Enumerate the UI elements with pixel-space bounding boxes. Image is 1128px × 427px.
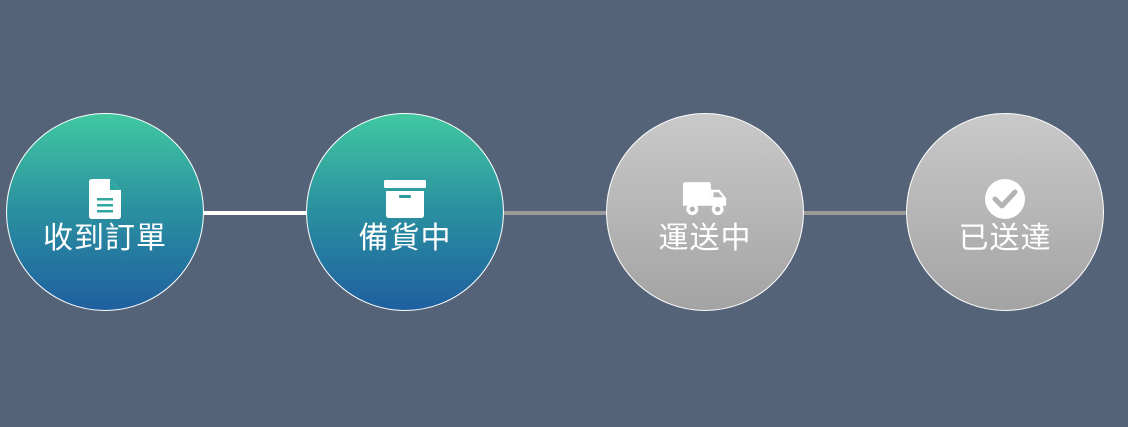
step-order-received[interactable]: 收到訂單 [6,113,204,311]
archive-box-icon [383,177,427,221]
step-label: 收到訂單 [43,221,167,256]
step-delivered[interactable]: 已送達 [906,113,1104,311]
step-shipping[interactable]: 運送中 [606,113,804,311]
truck-icon [683,177,727,221]
connector-step3-step4 [804,211,906,215]
document-icon [83,177,127,221]
step-label: 已送達 [958,221,1052,256]
connector-step1-step2 [204,211,306,215]
check-circle-icon [983,177,1027,221]
step-label: 備貨中 [358,221,452,256]
step-preparing[interactable]: 備貨中 [306,113,504,311]
step-label: 運送中 [658,221,752,256]
connector-step2-step3 [504,211,606,215]
